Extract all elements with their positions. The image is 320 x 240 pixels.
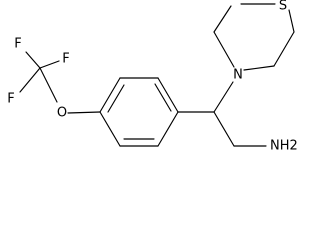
bond-ring-6	[99, 111, 121, 147]
bond-tm-1	[213, 31, 235, 68]
atom-f3: F	[7, 92, 14, 107]
bond-ring-double-2	[154, 83, 172, 112]
bond-c-o	[39, 67, 58, 103]
atom-o: O	[57, 106, 67, 121]
atom-n-ring: N	[233, 68, 243, 83]
atom-f2: F	[62, 52, 69, 67]
bond-c-f2	[39, 60, 60, 69]
bond-tm-5	[273, 31, 295, 67]
bond-ring-4	[157, 111, 179, 147]
bond-ring-3	[157, 77, 179, 113]
structure-diagram: F F F O N S NH2	[7, 0, 298, 154]
bond-tm-6	[243, 65, 275, 71]
bond-c-f3	[19, 67, 41, 93]
atom-labels: F F F O N S NH2	[7, 0, 298, 154]
bond-c-f1	[25, 51, 41, 69]
bond-tm-2	[213, 5, 232, 33]
bond-ring-1	[99, 77, 121, 113]
bond-ch-n	[213, 81, 234, 113]
bond-o-ring	[67, 111, 101, 114]
atom-s-ring: S	[279, 0, 287, 14]
bond-tm-4	[288, 9, 295, 33]
atom-amine: NH2	[270, 139, 298, 154]
bonds	[19, 3, 295, 147]
bond-ring-double-1	[107, 84, 125, 113]
atom-f1: F	[14, 37, 21, 52]
bond-ch-ch2	[213, 111, 235, 147]
